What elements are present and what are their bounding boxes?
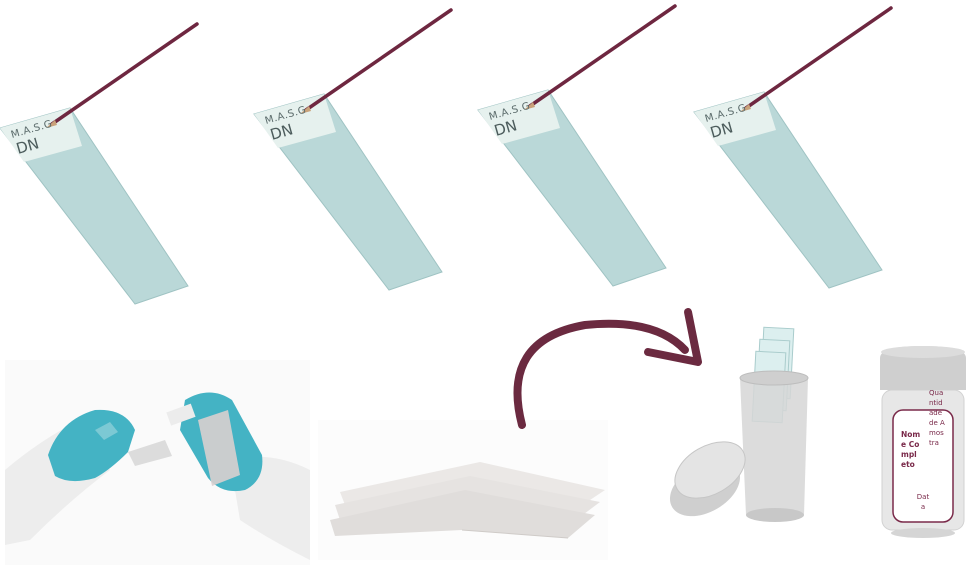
jar-quantity-label: Quantidade de Amostra — [929, 388, 945, 448]
container-lid-icon — [660, 430, 755, 528]
slide-4: M.A.S.G DN — [694, 8, 891, 288]
slide-1: M.A.S.G DN — [0, 24, 197, 304]
jar-label-text: Quantidade de Amostra Nome Completo Data — [893, 410, 953, 522]
slide-stack-illustration — [318, 420, 608, 560]
curved-arrow-icon — [517, 312, 698, 425]
gloved-hands-illustration — [5, 360, 310, 565]
container-tube-icon — [740, 378, 808, 520]
slide-3: M.A.S.G DN — [478, 6, 675, 286]
slide-2: M.A.S.G DN — [254, 10, 451, 290]
jar-date-label: Data — [915, 492, 931, 512]
jar-name-label: Nome Completo — [901, 430, 921, 470]
